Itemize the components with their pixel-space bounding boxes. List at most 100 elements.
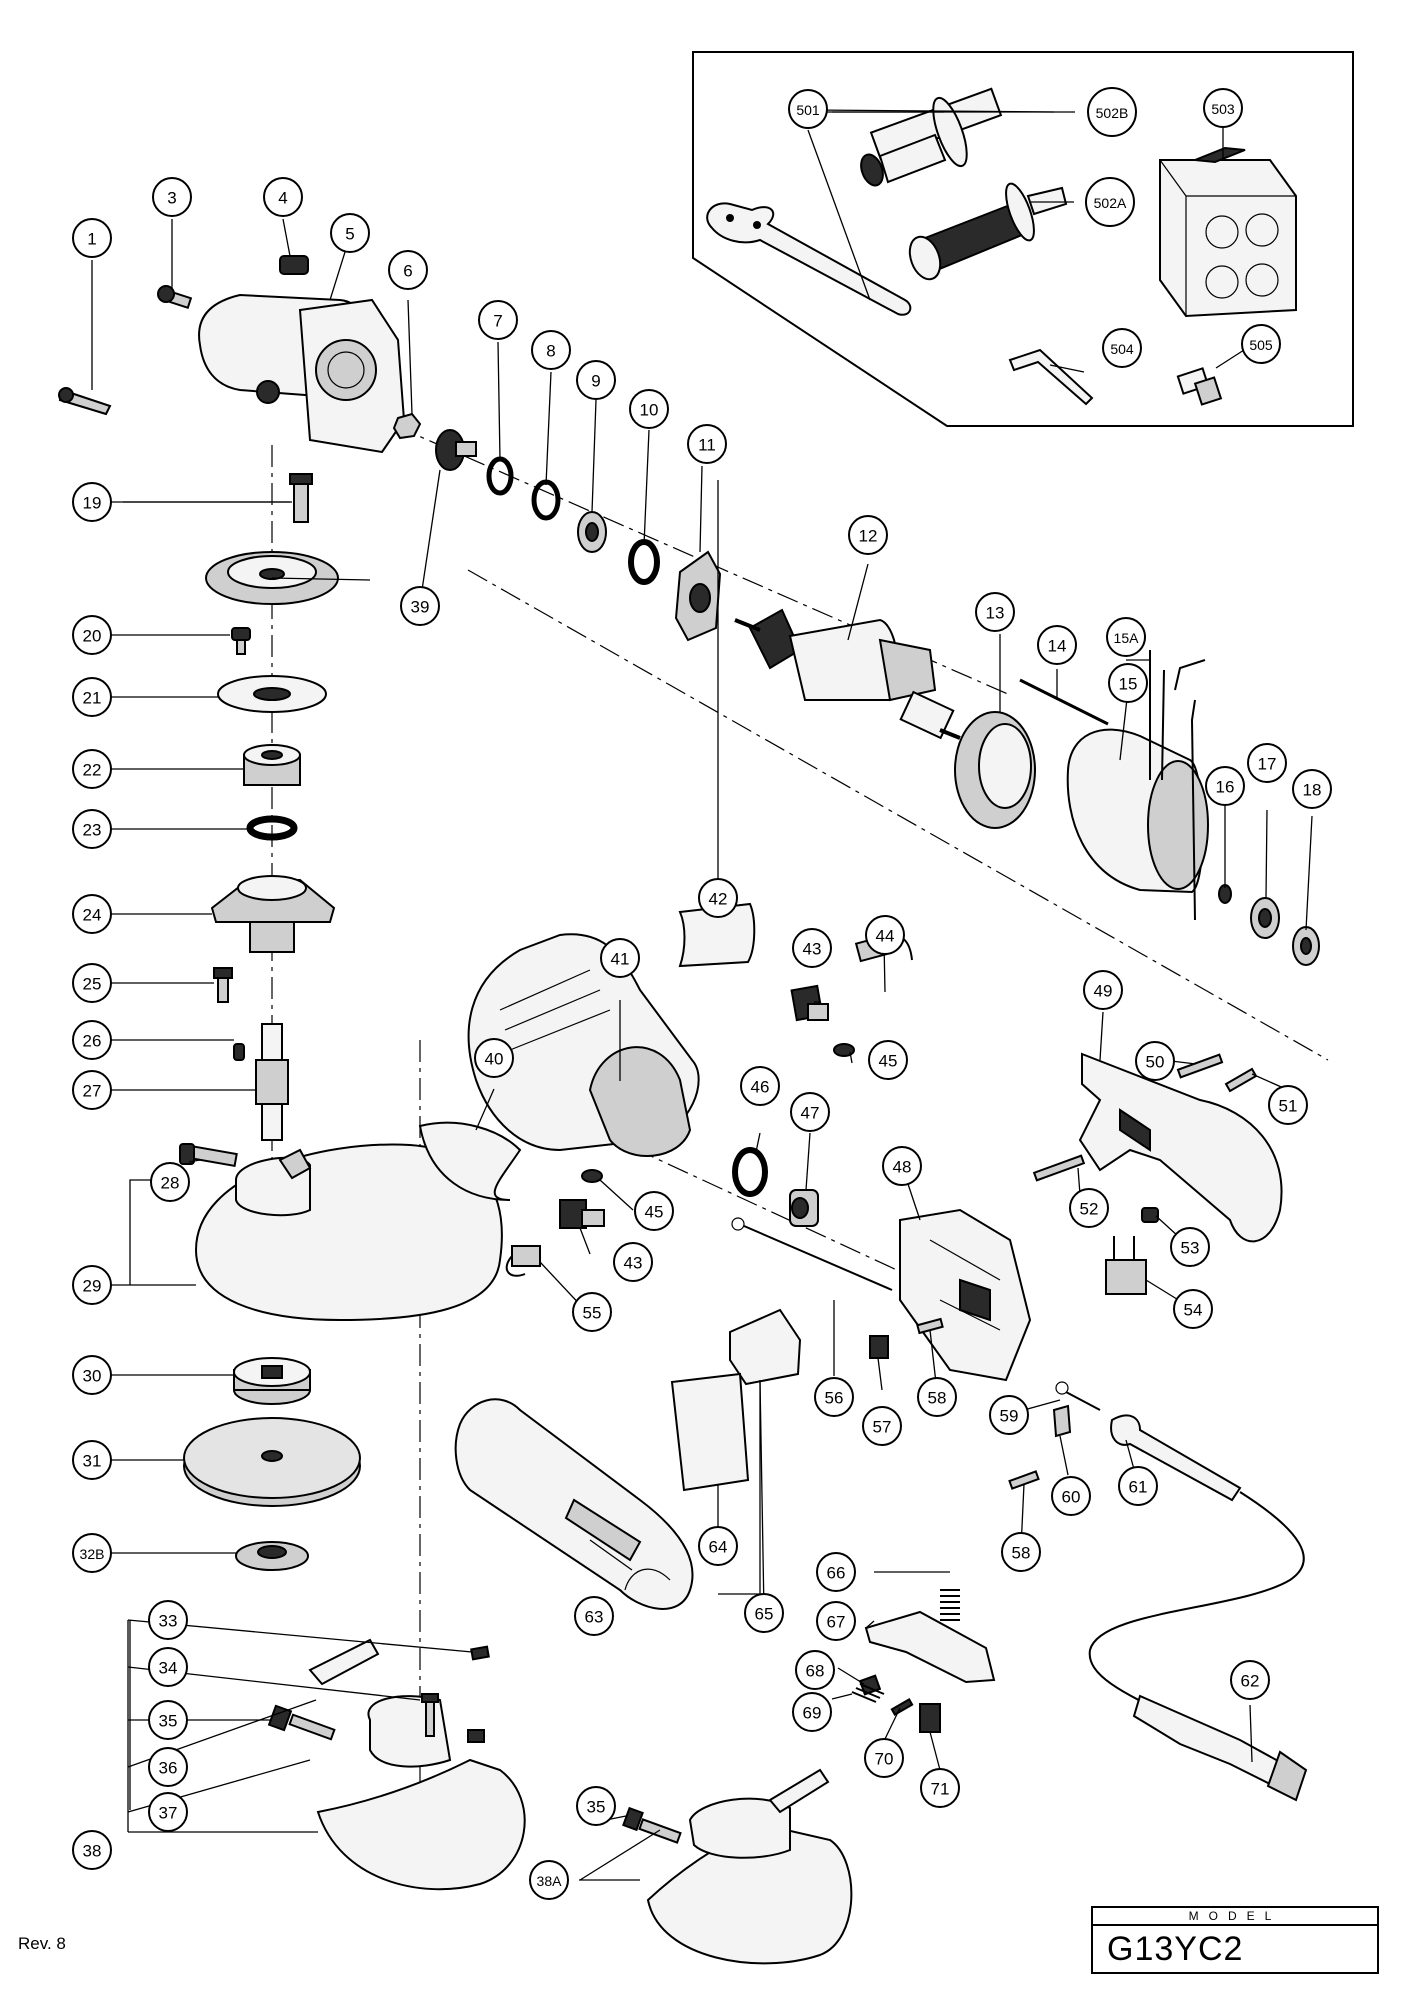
svg-text:16: 16 [1216, 778, 1235, 797]
svg-text:39: 39 [411, 598, 430, 617]
svg-text:43: 43 [803, 940, 822, 959]
svg-text:55: 55 [583, 1304, 602, 1323]
svg-text:48: 48 [893, 1158, 912, 1177]
callout-35: 35 [148, 1700, 188, 1740]
callout-36: 36 [148, 1747, 188, 1787]
callout-24: 24 [72, 894, 112, 934]
callout-7: 7 [478, 300, 518, 340]
callout-46: 46 [740, 1066, 780, 1106]
svg-text:38: 38 [83, 1842, 102, 1861]
svg-text:503: 503 [1211, 101, 1235, 117]
callout-69: 69 [792, 1692, 832, 1732]
svg-text:29: 29 [83, 1277, 102, 1296]
callout-42: 42 [698, 878, 738, 918]
callout-67: 67 [816, 1601, 856, 1641]
carbon-brush-55 [505, 1245, 541, 1277]
svg-text:19: 19 [83, 494, 102, 513]
svg-text:30: 30 [83, 1367, 102, 1386]
svg-text:35: 35 [587, 1798, 606, 1817]
callout-58: 58 [917, 1377, 957, 1417]
callout-45-lower: 45 [634, 1191, 674, 1231]
callout-31: 31 [72, 1440, 112, 1480]
callout-59: 59 [989, 1395, 1029, 1435]
callout-60: 60 [1051, 1476, 1091, 1516]
svg-text:65: 65 [755, 1605, 774, 1624]
callout-68: 68 [795, 1650, 835, 1690]
callout-40: 40 [474, 1038, 514, 1078]
callout-34: 34 [148, 1647, 188, 1687]
tail-cover [454, 1398, 694, 1610]
callout-54: 54 [1173, 1289, 1213, 1329]
callout-16: 16 [1205, 766, 1245, 806]
callout-504: 504 [1102, 328, 1142, 368]
callout-29: 29 [72, 1265, 112, 1305]
svg-text:69: 69 [803, 1704, 822, 1723]
long-screw-14 [1019, 678, 1109, 726]
svg-text:23: 23 [83, 821, 102, 840]
svg-text:26: 26 [83, 1032, 102, 1051]
callout-38: 38 [72, 1830, 112, 1870]
side-handle-b [860, 87, 1003, 187]
svg-text:60: 60 [1062, 1488, 1081, 1507]
svg-text:1: 1 [87, 230, 96, 249]
spanner-wrench [706, 202, 912, 316]
switch-frame [899, 1208, 1032, 1382]
stator [1066, 650, 1209, 921]
ball-bearing-17 [1250, 897, 1280, 939]
callout-55: 55 [572, 1292, 612, 1332]
svg-text:505: 505 [1249, 337, 1273, 353]
bolt-19 [289, 473, 313, 523]
callout-58-right: 58 [1001, 1532, 1041, 1572]
callout-43-lower: 43 [613, 1242, 653, 1282]
svg-text:52: 52 [1080, 1200, 1099, 1219]
callout-11: 11 [687, 424, 727, 464]
svg-text:40: 40 [485, 1050, 504, 1069]
svg-text:42: 42 [709, 890, 728, 909]
cord-armor [1110, 1414, 1242, 1502]
callout-18: 18 [1292, 769, 1332, 809]
svg-text:14: 14 [1048, 637, 1067, 656]
internal-wire-56 [731, 1217, 893, 1291]
callout-37: 37 [148, 1792, 188, 1832]
svg-text:4: 4 [278, 189, 287, 208]
callout-5: 5 [330, 213, 370, 253]
svg-text:41: 41 [611, 950, 630, 969]
cord [1088, 1491, 1305, 1771]
svg-text:66: 66 [827, 1564, 846, 1583]
callout-48: 48 [882, 1146, 922, 1186]
screw-58-right [1008, 1470, 1040, 1490]
wheel-guard-29 [194, 1143, 503, 1322]
rubber-bushing-47 [789, 1189, 819, 1227]
callout-8: 8 [531, 330, 571, 370]
callout-15: 15 [1108, 663, 1148, 703]
model-title-block: MODEL G13YC2 [1091, 1906, 1379, 1974]
svg-text:59: 59 [1000, 1407, 1019, 1426]
callout-502a: 502A [1085, 177, 1135, 227]
svg-text:25: 25 [83, 975, 102, 994]
svg-text:501: 501 [796, 102, 820, 118]
woodruff-key [233, 1043, 245, 1061]
bolt-35-lower [622, 1806, 682, 1844]
svg-text:53: 53 [1181, 1239, 1200, 1258]
bearing-cover-21 [217, 675, 327, 713]
svg-text:11: 11 [698, 436, 716, 455]
callout-30: 30 [72, 1355, 112, 1395]
revision-label: Rev. 8 [18, 1934, 66, 1953]
svg-text:45: 45 [645, 1203, 664, 1222]
callout-71: 71 [920, 1768, 960, 1808]
callout-70: 70 [864, 1738, 904, 1778]
screw-1 [58, 387, 112, 416]
callout-66: 66 [816, 1552, 856, 1592]
svg-text:33: 33 [159, 1612, 178, 1631]
svg-text:31: 31 [83, 1452, 102, 1471]
callout-501: 501 [788, 89, 828, 129]
screw-20 [231, 627, 251, 655]
spring-66 [940, 1589, 960, 1621]
svg-text:56: 56 [825, 1389, 844, 1408]
svg-text:27: 27 [83, 1082, 102, 1101]
callout-19: 19 [72, 482, 112, 522]
svg-text:7: 7 [493, 312, 502, 331]
callout-20: 20 [72, 615, 112, 655]
svg-text:502B: 502B [1096, 105, 1129, 121]
